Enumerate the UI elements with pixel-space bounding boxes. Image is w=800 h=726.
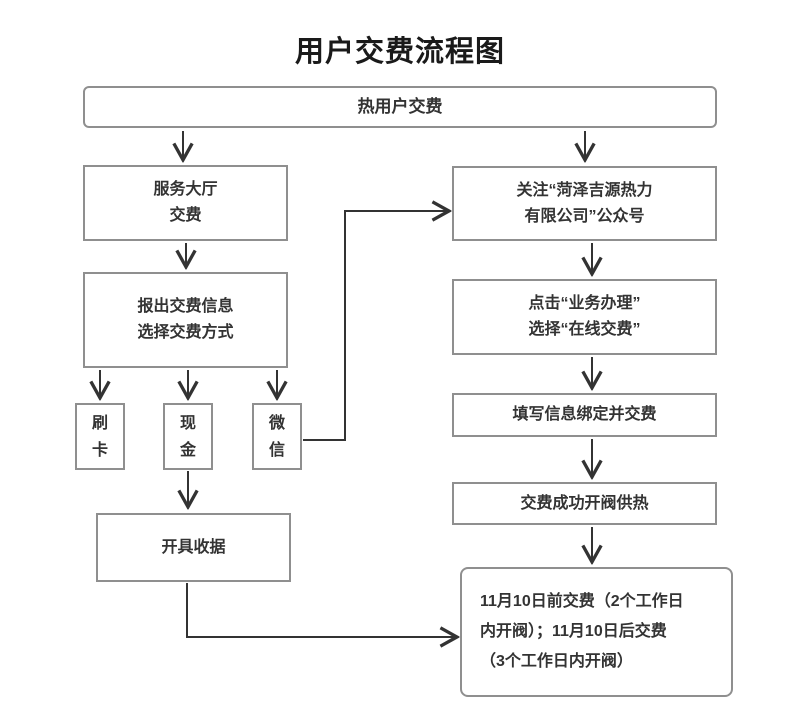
node-label-line: 微	[268, 414, 285, 432]
node-label-line: 交费	[169, 207, 202, 224]
node-hot-user-payment: 热用户交费	[83, 86, 717, 128]
node-pay-by-cash: 现 金	[163, 403, 213, 470]
node-label-line: 点击“业务办理”	[528, 295, 641, 312]
node-pay-by-card: 刷 卡	[75, 403, 125, 470]
node-label: 热用户交费	[357, 97, 443, 116]
node-label: 填写信息绑定并交费	[512, 406, 657, 423]
node-label-line: （3个工作日内开阀）	[480, 653, 633, 670]
node-service-hall-payment: 服务大厅 交费	[83, 165, 288, 241]
page-title: 用户交费流程图	[294, 36, 505, 68]
node-label-line: 信	[268, 441, 285, 459]
connector-receipt-to-deadline	[186, 583, 456, 637]
node-label-line: 报出交费信息	[137, 298, 234, 315]
node-payment-success-open-valve: 交费成功开阀供热	[452, 482, 717, 525]
node-pay-by-wechat: 微 信	[252, 403, 302, 470]
node-label-line: 服务大厅	[153, 181, 218, 198]
node-label-line: 有限公司”公众号	[524, 207, 645, 225]
node-label-line: 现	[179, 414, 196, 432]
node-label: 开具收据	[161, 538, 226, 556]
node-issue-receipt: 开具收据	[96, 513, 291, 582]
node-label-line: 内开阀）；11月10日后交费	[480, 623, 667, 640]
node-label-line: 卡	[91, 441, 108, 459]
connector-wechat-to-follow	[303, 211, 448, 441]
node-follow-official-account: 关注“菏泽吉源热力 有限公司”公众号	[452, 166, 717, 241]
node-label-line: 关注“菏泽吉源热力	[516, 181, 653, 199]
node-label-line: 刷	[91, 414, 108, 432]
node-label: 交费成功开阀供热	[520, 494, 649, 512]
node-deadline-note: 11月10日前交费（2个工作日 内开阀）；11月10日后交费 （3个工作日内开阀…	[460, 567, 733, 697]
node-fill-info-bind-pay: 填写信息绑定并交费	[452, 393, 717, 437]
node-click-business-online-pay: 点击“业务办理” 选择“在线交费”	[452, 279, 717, 355]
node-label-line: 选择交费方式	[137, 324, 234, 341]
node-label-line: 金	[179, 441, 196, 459]
node-label-line: 选择“在线交费”	[528, 321, 641, 338]
node-report-payment-info: 报出交费信息 选择交费方式	[83, 272, 288, 368]
node-label-line: 11月10日前交费（2个工作日	[480, 593, 684, 610]
